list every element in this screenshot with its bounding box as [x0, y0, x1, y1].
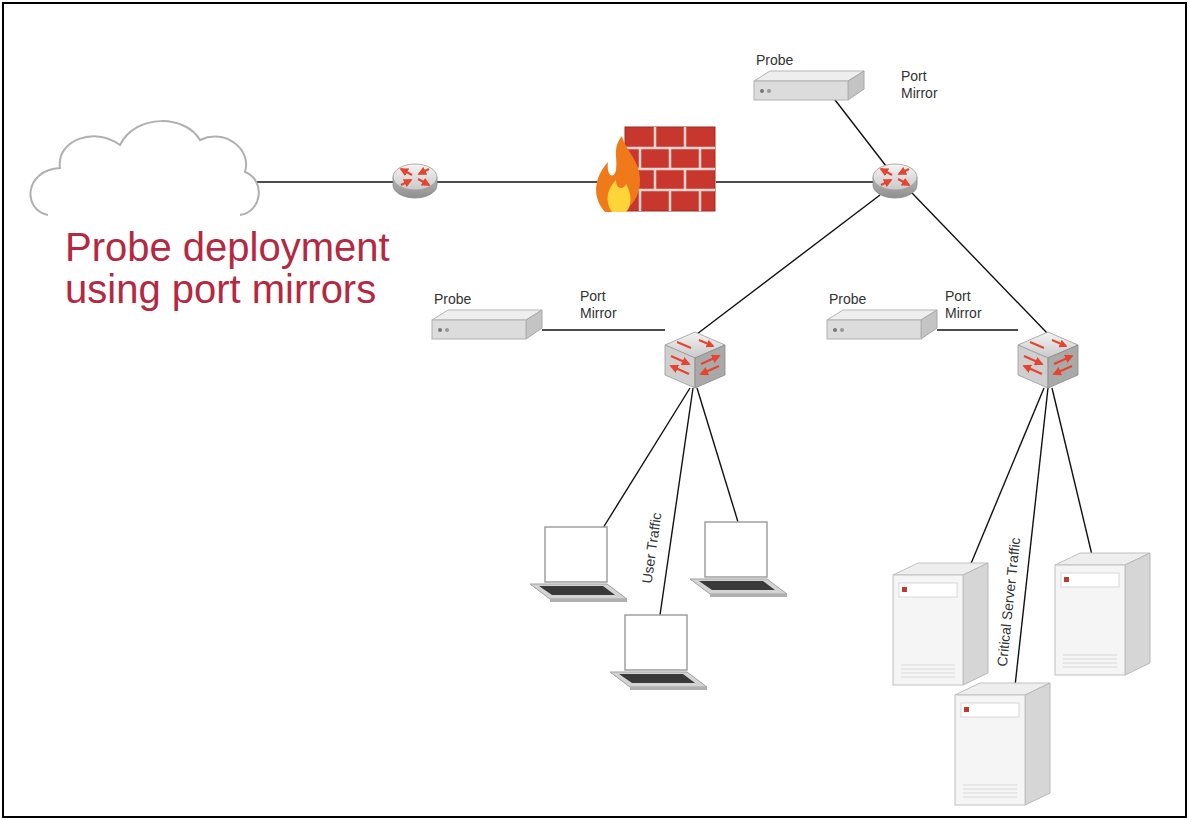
probe-appliance: [430, 308, 544, 342]
laptop-icon: [610, 615, 707, 690]
server-switch: [1018, 332, 1078, 388]
port-mirror-label: Port Mirror: [945, 288, 997, 322]
port-mirror-label: Port Mirror: [580, 288, 632, 322]
laptop-icon: [690, 522, 787, 597]
server-icon: [955, 683, 1050, 805]
port-mirror-label: Port Mirror: [901, 68, 953, 102]
access-switch: [665, 332, 725, 388]
probe-appliance: [825, 308, 939, 342]
probe-device: Probe: [430, 291, 544, 342]
laptop-icon: [530, 527, 627, 602]
firewall-icon: [596, 127, 715, 212]
server-icon: [893, 563, 988, 685]
traffic-label: User Traffic: [638, 510, 665, 587]
server-icon: [1055, 553, 1150, 675]
probe-device: Probe: [825, 291, 939, 342]
internet-cloud: [30, 121, 258, 215]
core-router: [873, 164, 917, 198]
edge-router: [393, 164, 437, 198]
diagram-title: Probe deployment using port mirrors: [65, 226, 390, 310]
probe-heading: Probe: [752, 52, 866, 69]
probe-device: Probe: [752, 52, 866, 103]
network-wires: [256, 96, 1092, 686]
probe-appliance: [752, 69, 866, 103]
probe-heading: Probe: [430, 291, 544, 308]
frame-border: [3, 3, 1186, 817]
traffic-label: Critical Server Traffic: [994, 535, 1025, 670]
probe-heading: Probe: [825, 291, 939, 308]
